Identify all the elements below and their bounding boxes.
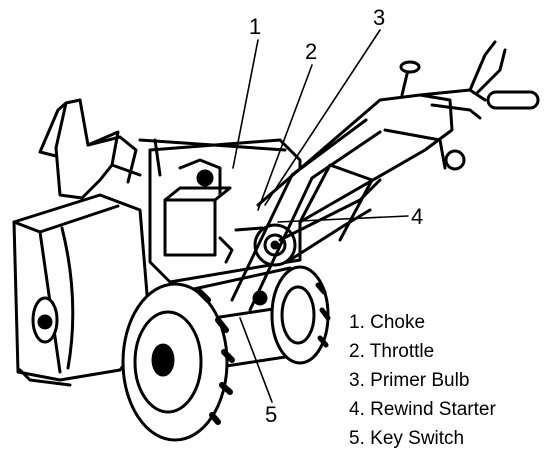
legend-label: Key Switch xyxy=(370,428,465,449)
leader-line-1 xyxy=(232,39,259,169)
discharge-chute xyxy=(38,98,142,200)
legend-number: 1. xyxy=(349,312,365,333)
legend-label: Throttle xyxy=(369,341,435,362)
legend: 1. Choke 2. Throttle 3. Primer Bulb 4. R… xyxy=(349,308,496,453)
legend-number: 4. xyxy=(349,399,365,420)
legend-item-key-switch: 5. Key Switch xyxy=(349,424,496,453)
leader-line-5 xyxy=(239,317,273,403)
legend-item-primer-bulb: 3. Primer Bulb xyxy=(349,366,496,395)
control-rods xyxy=(278,178,382,262)
legend-number: 3. xyxy=(349,370,365,391)
callout-5: 5 xyxy=(265,402,278,427)
legend-item-throttle: 2. Throttle xyxy=(349,337,496,366)
callout-3: 3 xyxy=(373,5,386,30)
callout-2: 2 xyxy=(305,39,318,64)
legend-item-rewind-starter: 4. Rewind Starter xyxy=(349,395,496,424)
callout-4: 4 xyxy=(411,204,424,229)
legend-number: 5. xyxy=(349,428,365,449)
legend-label: Choke xyxy=(370,312,426,333)
legend-item-choke: 1. Choke xyxy=(349,308,496,337)
legend-label: Rewind Starter xyxy=(370,399,496,420)
callout-1: 1 xyxy=(249,14,262,39)
leader-line-3 xyxy=(264,29,381,206)
leader-line-2 xyxy=(257,64,313,211)
front-wheel xyxy=(121,282,235,442)
leader-line-4 xyxy=(277,215,409,223)
leader-lines xyxy=(232,29,409,403)
legend-label: Primer Bulb xyxy=(370,370,470,391)
legend-number: 2. xyxy=(349,341,365,362)
handle-assembly xyxy=(230,40,540,312)
rear-wheel xyxy=(270,265,331,365)
